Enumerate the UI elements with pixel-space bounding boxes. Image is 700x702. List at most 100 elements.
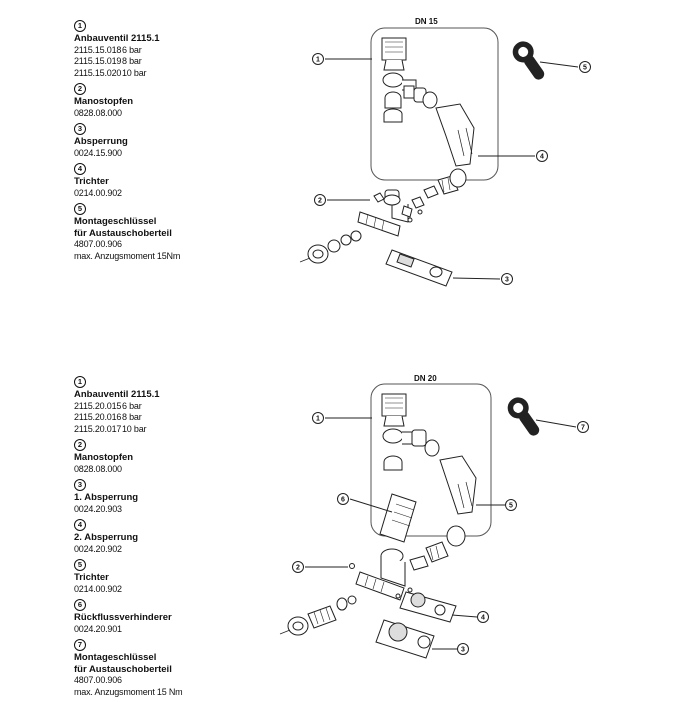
item-line: 0024.20.901 xyxy=(74,624,274,636)
part-number: 0024.20.902 xyxy=(74,543,122,554)
item-number: 1 xyxy=(74,20,86,32)
leader-5 xyxy=(539,61,579,68)
part-number: 2115.20.016 xyxy=(74,412,122,422)
part-number: 0828.08.000 xyxy=(74,463,122,474)
item-title: 1. Absperrung xyxy=(74,492,139,503)
item-title: Anbauventil 2115.1 xyxy=(74,389,160,400)
item-line: max. Anzugsmoment 15Nm xyxy=(74,251,274,263)
item-line: 0024.15.900 xyxy=(74,148,274,160)
item-number: 5 xyxy=(74,559,86,571)
valve-cap-part xyxy=(381,37,407,61)
part-number: 0214.00.902 xyxy=(74,583,122,594)
pressure-rating: 6 bar xyxy=(122,400,142,411)
item-number: 6 xyxy=(74,599,86,611)
item-title: Manostopfen xyxy=(74,96,134,107)
pressure-rating: 10 bar xyxy=(122,423,147,434)
part-number: 4807.00.906 xyxy=(74,675,122,685)
part-number: 4807.00.906 xyxy=(74,239,122,249)
item-number: 3 xyxy=(74,479,86,491)
item-line: 4807.00.906 xyxy=(74,675,274,687)
part-number: max. Anzugsmoment 15Nm xyxy=(74,250,181,261)
dn15-diagram xyxy=(299,27,591,287)
item-title: Absperrung xyxy=(74,136,128,147)
item-title-2: für Austauschoberteil xyxy=(74,663,172,675)
item-number: 7 xyxy=(74,639,86,651)
dn15-detail-frame xyxy=(370,27,499,181)
wrench-icon xyxy=(512,41,545,80)
item-line: 0024.20.903 xyxy=(74,504,274,516)
item-title: 2. Absperrung xyxy=(74,532,139,543)
item-number: 5 xyxy=(74,203,86,215)
pressure-rating: 6 bar xyxy=(122,44,142,55)
item-number: 2 xyxy=(74,83,86,95)
item-number: 3 xyxy=(74,123,86,135)
callout-1: 1 xyxy=(316,57,320,64)
item-line: 0828.08.000 xyxy=(74,108,274,120)
leader-3 xyxy=(452,277,501,280)
callout-4: 4 xyxy=(540,154,544,161)
item-number: 1 xyxy=(74,376,86,388)
item-title: Rückflussverhinderer xyxy=(74,612,172,623)
item-title: Montageschlüssel xyxy=(74,652,157,663)
item-line: 0214.00.902 xyxy=(74,188,274,200)
part-number: 2115.20.017 xyxy=(74,423,122,434)
pressure-rating: 10 bar xyxy=(122,67,147,78)
item-title: Trichter xyxy=(74,572,109,583)
item-line: 0828.08.000 xyxy=(74,464,274,476)
part-number: 0024.15.900 xyxy=(74,147,122,158)
item-line: 0024.20.902 xyxy=(74,544,274,556)
part-number: max. Anzugsmoment 15 Nm xyxy=(74,686,183,697)
body-pipe xyxy=(357,211,401,237)
callout-3: 3 xyxy=(505,277,509,284)
part-number: 2115.15.020 xyxy=(74,67,122,78)
item-number: 4 xyxy=(74,163,86,175)
callout-5: 5 xyxy=(583,65,587,72)
dn20-label: DN 20 xyxy=(414,374,437,383)
callout-7: 7 xyxy=(581,425,585,432)
part-number: 0214.00.902 xyxy=(74,187,122,198)
dn20-diagram xyxy=(279,383,589,659)
callout-1: 1 xyxy=(316,416,320,423)
shutoff-part xyxy=(385,249,453,287)
check-valve-part xyxy=(379,493,417,543)
part-number: 0024.20.901 xyxy=(74,623,122,634)
part-number: 0024.20.903 xyxy=(74,503,122,514)
item-title-2: für Austauschoberteil xyxy=(74,227,172,239)
item-line: 4807.00.906 xyxy=(74,239,274,251)
dn20-detail-frame xyxy=(370,383,492,537)
part-number: 2115.15.019 xyxy=(74,56,122,66)
callout-6: 6 xyxy=(341,497,345,504)
item-line: 0214.00.902 xyxy=(74,584,274,596)
part-number: 2115.15.018 xyxy=(74,44,122,55)
item-title: Trichter xyxy=(74,176,109,187)
callout-3: 3 xyxy=(461,647,465,654)
funnel-part xyxy=(435,103,475,167)
item-title: Manostopfen xyxy=(74,452,134,463)
item-number: 4 xyxy=(74,519,86,531)
wrench-icon xyxy=(507,397,540,436)
item-line: max. Anzugsmoment 15 Nm xyxy=(74,687,274,699)
item-number: 2 xyxy=(74,439,86,451)
pressure-rating: 8 bar xyxy=(122,56,142,66)
callout-2: 2 xyxy=(318,198,322,205)
item-title: Anbauventil 2115.1 xyxy=(74,33,160,44)
callout-4: 4 xyxy=(481,615,485,622)
pressure-rating: 8 bar xyxy=(122,412,142,422)
part-number: 2115.20.015 xyxy=(74,400,122,411)
